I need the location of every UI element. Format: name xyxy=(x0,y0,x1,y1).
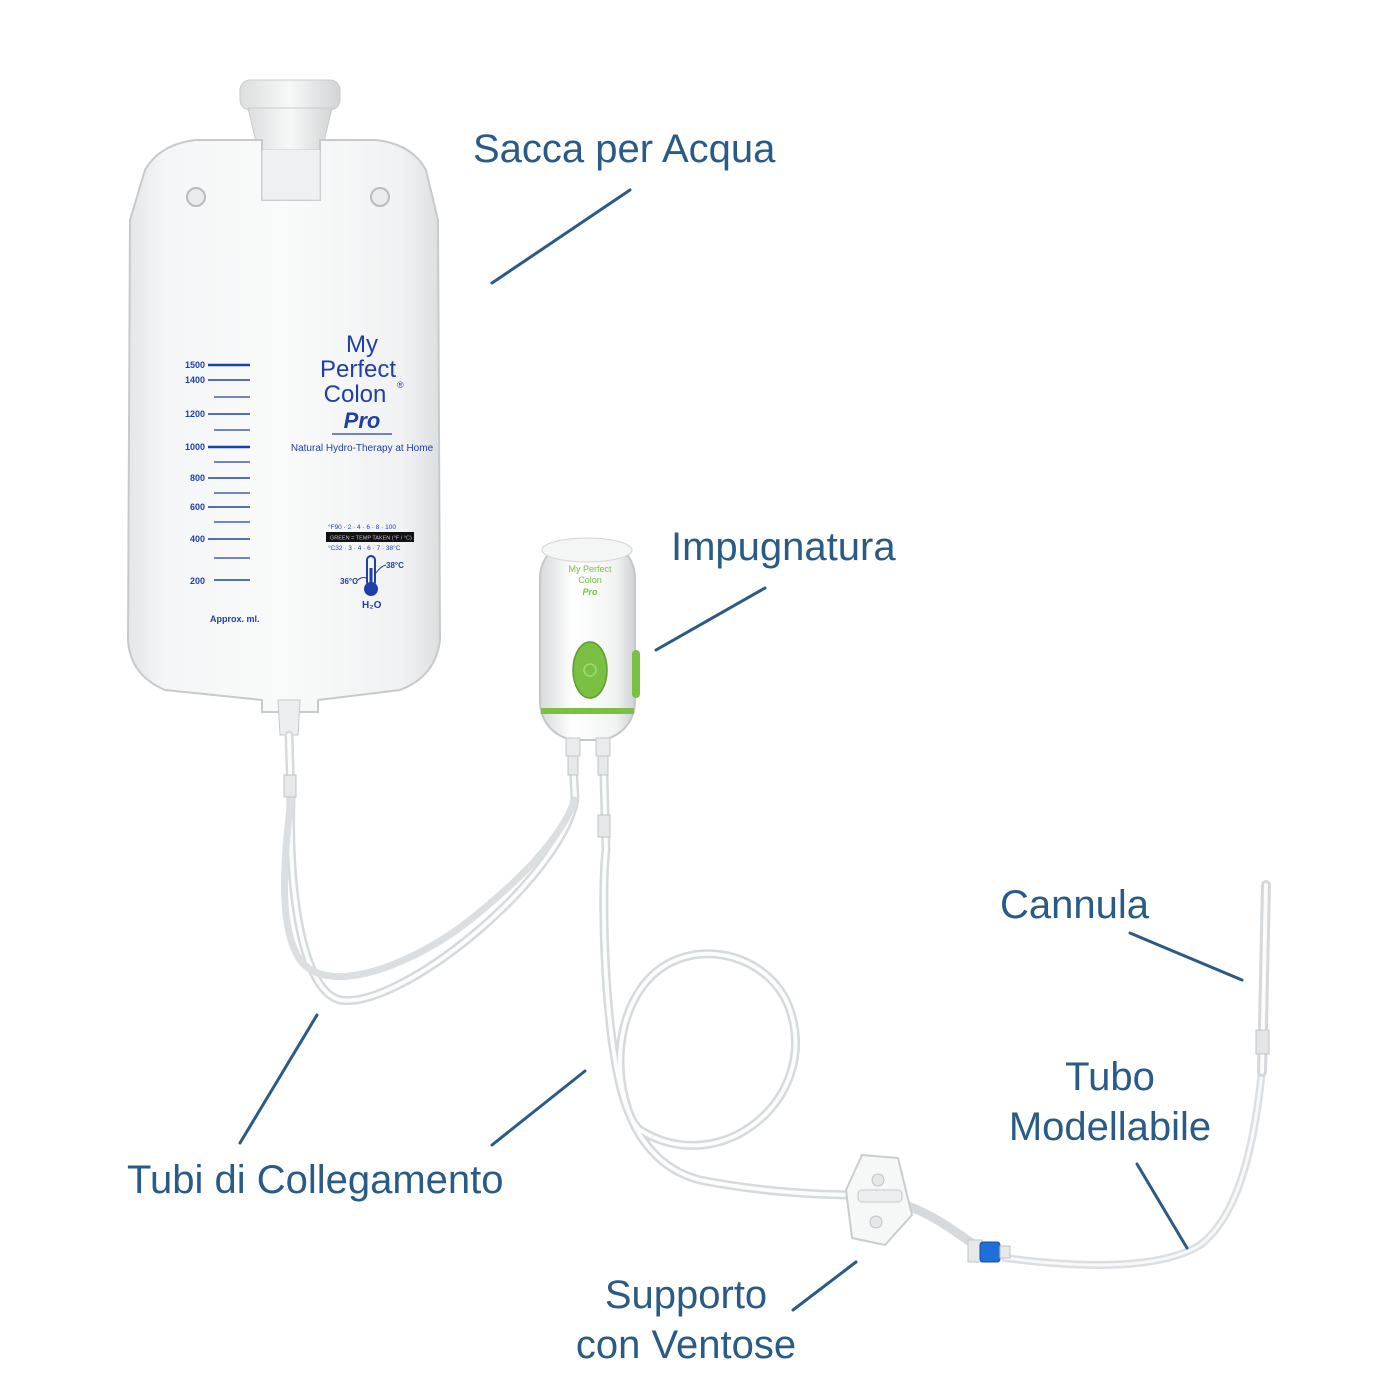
tube-bag-loop-inner xyxy=(280,796,579,980)
label-connecting-tubes: Tubi di Collegamento xyxy=(127,1158,504,1202)
label-suction-support-line2: con Ventose xyxy=(575,1323,797,1367)
handle-port-left xyxy=(565,737,581,757)
bag-cap xyxy=(239,79,341,111)
handle-top xyxy=(541,537,633,563)
leader-support xyxy=(791,1260,858,1312)
bag-spout xyxy=(261,150,321,201)
thermometer-icon: 36°C 38°C H₂O xyxy=(340,555,404,611)
connecting-tubes xyxy=(280,730,1266,1269)
bag-brand-line2: Perfect xyxy=(320,356,396,383)
scale-label-400: 400 xyxy=(190,534,205,544)
bag-brand-pro: Pro xyxy=(344,408,381,433)
power-icon xyxy=(583,663,597,677)
scale-label-800: 800 xyxy=(190,473,205,483)
label-suction-support-line1: Supporto xyxy=(604,1273,768,1317)
bag-brand-mark: ® xyxy=(397,380,404,390)
handle-brand-pro: Pro xyxy=(582,587,598,597)
strip-top-scale: °F90 · 2 · 4 · 6 · 8 · 100 xyxy=(328,523,396,531)
handle-green-band xyxy=(541,708,634,714)
label-handle: Impugnatura xyxy=(671,525,896,569)
thermo-low-label: 36°C xyxy=(340,577,358,586)
suction-cup-bottom xyxy=(869,1215,883,1229)
handle-brand: My Perfect Colon Pro xyxy=(568,564,612,597)
bag-temperature-strip: °F90 · 2 · 4 · 6 · 8 · 100 GREEN = TEMP … xyxy=(326,523,414,552)
handle-side-button xyxy=(632,650,640,698)
scale-label-1000: 1000 xyxy=(185,442,205,452)
leader-tubes-left xyxy=(238,1013,319,1145)
label-malleable-tube-line1: Tubo xyxy=(1065,1055,1155,1099)
water-bag: 1500 1400 1200 1000 800 600 400 xyxy=(126,79,442,736)
handle-power-button xyxy=(572,641,608,699)
scale-label-200: 200 xyxy=(190,576,205,586)
label-malleable-tube: Tubo Modellabile xyxy=(990,1052,1230,1152)
tube-bag-to-handle-highlight xyxy=(287,733,578,1003)
malleable-tube-highlight xyxy=(1003,1068,1264,1267)
strip-mid-text: GREEN = TEMP TAKEN (°F / °C) xyxy=(330,536,412,542)
scale-label-1200: 1200 xyxy=(185,409,205,419)
leader-malleable-tube xyxy=(1135,1162,1189,1250)
bag-grommet-left xyxy=(186,187,206,207)
leader-cannula xyxy=(1128,931,1244,982)
connector-tip xyxy=(999,1245,1011,1259)
leader-handle xyxy=(654,586,767,652)
scale-label-600: 600 xyxy=(190,502,205,512)
suction-support xyxy=(844,1153,914,1247)
bag-brand-line3: Colon xyxy=(324,381,387,408)
bag-tagline: Natural Hydro-Therapy at Home xyxy=(291,443,434,454)
label-malleable-tube-line2: Modellabile xyxy=(1008,1105,1212,1149)
tube-clip-4 xyxy=(597,754,609,776)
strip-bottom-scale: °C32 · 3 · 4 · 6 · 7 · 38°C xyxy=(328,544,401,552)
tube-handle-to-support xyxy=(598,735,865,1200)
cannula-collar xyxy=(1255,1029,1270,1055)
label-suction-support: Supporto con Ventose xyxy=(555,1270,817,1370)
leader-bag xyxy=(490,188,632,285)
bag-brand: My Perfect Colon ® Pro Natural Hydro-The… xyxy=(291,331,434,454)
handle-port-right xyxy=(595,737,611,757)
bag-body xyxy=(126,139,442,713)
leader-tubes-right xyxy=(490,1069,587,1147)
scale-label-1400: 1400 xyxy=(185,375,205,385)
scale-label-1500: 1500 xyxy=(185,360,205,370)
tube-handle-to-support-highlight xyxy=(601,738,862,1197)
support-clamp xyxy=(857,1189,903,1203)
handle-brand-line1: My Perfect xyxy=(568,564,612,574)
suction-cup-top xyxy=(871,1173,885,1187)
thermo-high-label: 38°C xyxy=(386,561,404,570)
tube-clip-1 xyxy=(283,774,297,798)
scale-unit: Approx. ml. xyxy=(210,614,260,624)
bag-grommet-right xyxy=(370,187,390,207)
blue-connector xyxy=(967,1239,1011,1263)
tube-clip-3 xyxy=(567,754,579,776)
tube-clip-2 xyxy=(597,814,611,838)
cannula xyxy=(1255,880,1271,1077)
label-water-bag: Sacca per Acqua xyxy=(473,127,776,171)
bag-outlet xyxy=(277,699,301,736)
handle-device: My Perfect Colon Pro xyxy=(539,537,640,757)
connector-blue-body xyxy=(979,1241,1001,1263)
bag-brand-line1: My xyxy=(346,331,378,358)
leader-lines xyxy=(238,188,1244,1312)
label-cannula: Cannula xyxy=(1000,883,1150,927)
bag-volume-scale: 1500 1400 1200 1000 800 600 400 xyxy=(185,360,260,624)
strip-black-band xyxy=(326,532,414,542)
thermo-water-label: H₂O xyxy=(362,600,382,611)
handle-brand-line2: Colon xyxy=(578,575,602,585)
